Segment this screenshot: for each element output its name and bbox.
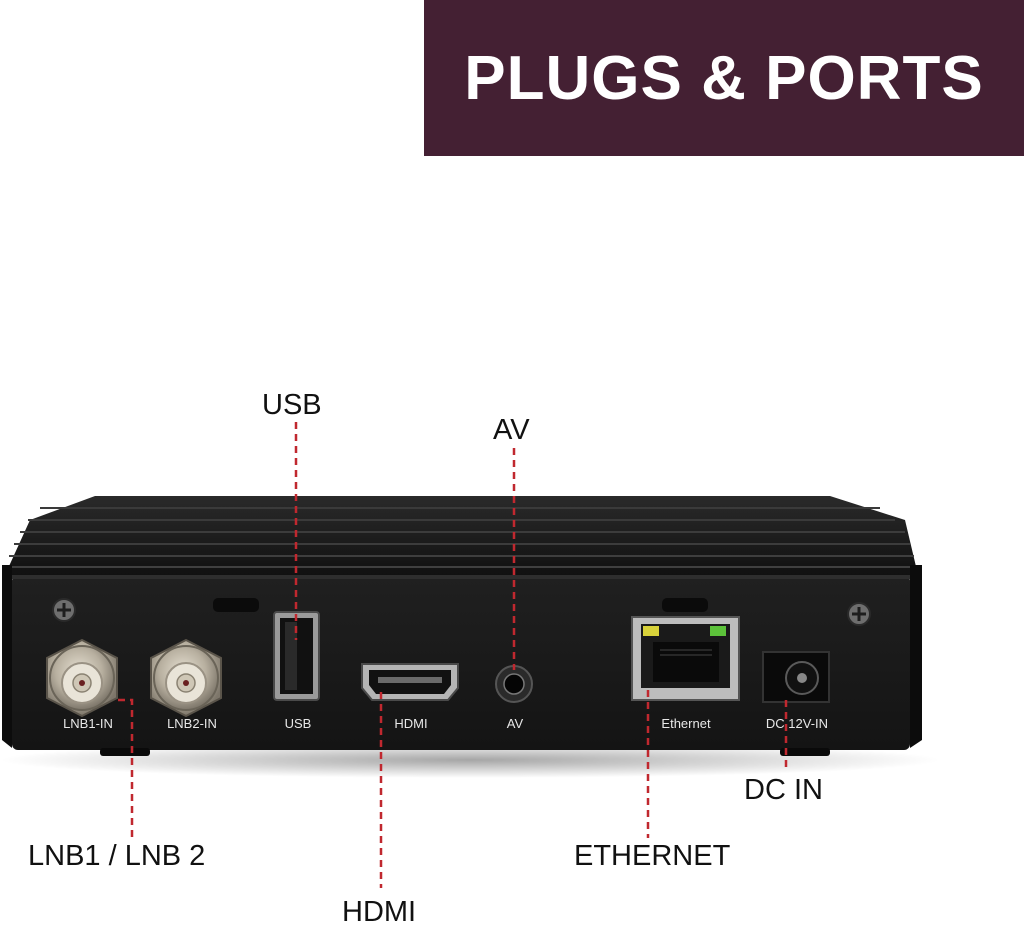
panel-label-ethernet: Ethernet — [661, 716, 711, 731]
left-endcap — [2, 565, 12, 748]
callout-hdmi: HDMI — [342, 896, 417, 928]
right-screw-icon — [847, 602, 871, 626]
lnb2-connector-icon — [150, 638, 222, 718]
av-jack-icon — [495, 665, 533, 703]
panel-label-lnb2: LNB2-IN — [167, 716, 217, 731]
callout-av: AV — [493, 414, 530, 446]
device-top-ribs — [5, 496, 918, 575]
vent-slot-right — [662, 598, 708, 612]
left-foot — [100, 748, 150, 756]
left-screw-icon — [52, 598, 76, 622]
panel-label-lnb1: LNB1-IN — [63, 716, 113, 731]
leader-lnb — [118, 698, 134, 840]
floor-shadow — [0, 742, 940, 778]
title-banner: PLUGS & PORTS — [424, 0, 1024, 156]
hdmi-port-icon — [361, 663, 459, 701]
ethernet-port-icon — [631, 616, 740, 701]
callout-usb: USB — [262, 389, 322, 421]
dc-jack-icon — [762, 651, 830, 703]
callout-ethernet: ETHERNET — [574, 840, 731, 872]
vent-slot-left — [213, 598, 259, 612]
right-foot — [780, 748, 830, 756]
panel-label-usb: USB — [285, 716, 312, 731]
usb-port-icon — [273, 611, 320, 701]
panel-label-dc: DC 12V-IN — [766, 716, 828, 731]
callout-lnb: LNB1 / LNB 2 — [28, 840, 206, 872]
lnb1-connector-icon — [46, 638, 118, 718]
panel-label-av: AV — [507, 716, 524, 731]
leader-lines — [118, 422, 788, 888]
callout-dc-in: DC IN — [744, 774, 823, 806]
banner-title: PLUGS & PORTS — [464, 43, 984, 113]
right-endcap — [910, 565, 922, 748]
panel-label-hdmi: HDMI — [394, 716, 427, 731]
